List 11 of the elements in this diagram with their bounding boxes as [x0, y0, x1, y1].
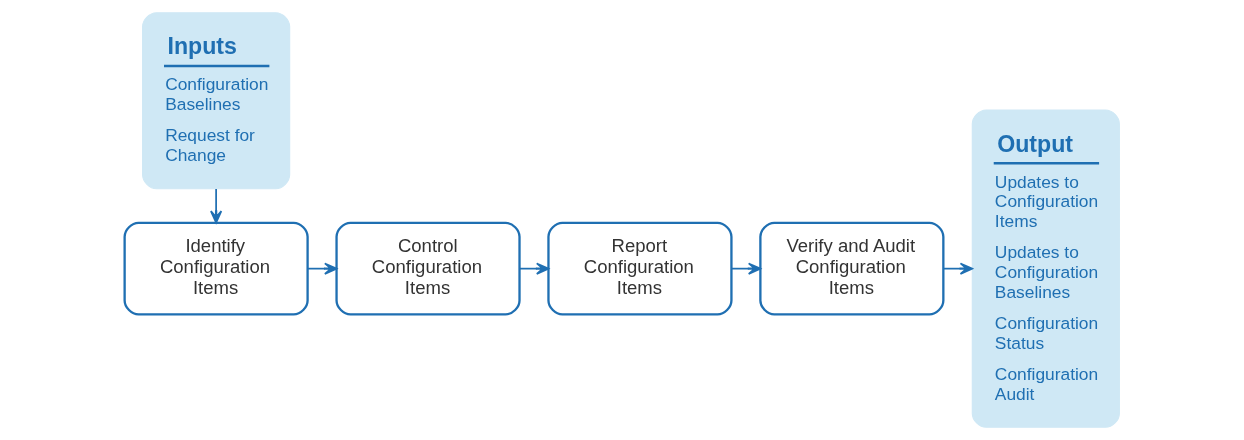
node-box: Identify Configuration Items [123, 221, 309, 316]
node-box: Report Configuration Items [547, 221, 733, 316]
arrow [306, 262, 338, 275]
arrow [518, 262, 550, 275]
node-box: Verify and Audit Configuration Items [759, 221, 945, 316]
node-box: Inputs Configuration Baselines Request for Change [142, 12, 291, 190]
node-box: Control Configuration Items [335, 221, 521, 316]
arrow [730, 262, 762, 275]
node-box: Output Updates to Configuration Items Updates to Configuration Baselines Configuration Status Configuration Audit [971, 109, 1120, 428]
arrow [210, 188, 223, 224]
arrow [942, 262, 973, 275]
